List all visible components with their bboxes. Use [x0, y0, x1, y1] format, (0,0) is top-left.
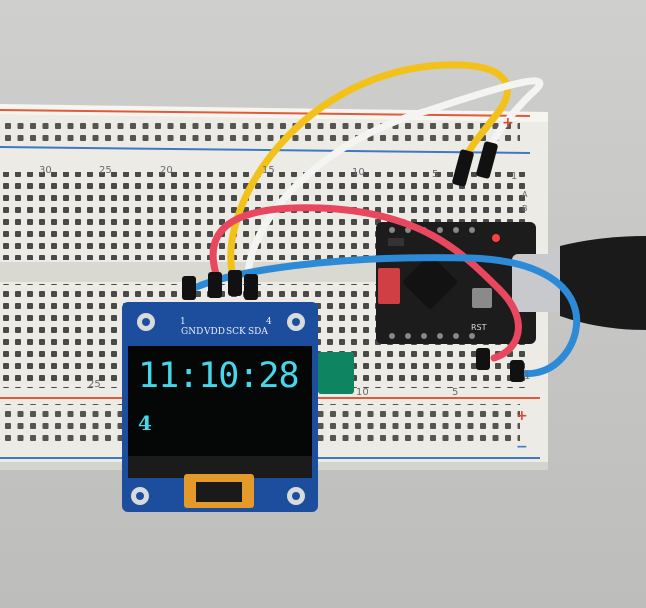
column-number: 30: [39, 165, 52, 176]
blue-wire[interactable]: [186, 254, 581, 377]
reset-label: RST: [471, 323, 487, 332]
column-number: 1: [524, 371, 531, 382]
oled-second-line: 4: [138, 411, 152, 435]
green-component: [318, 352, 354, 394]
reset-button[interactable]: [472, 288, 492, 308]
wire-connector-tips: [182, 141, 524, 382]
row-letter: B: [522, 204, 528, 213]
oled-clock-time: 11:10:28: [138, 356, 300, 396]
oled-module: [122, 302, 354, 512]
oled-display: [128, 346, 312, 456]
column-number: 25: [99, 165, 112, 176]
oled-pin-sda: SDA: [248, 327, 268, 337]
oled-pin-gnd: GND: [181, 327, 204, 337]
rail-plus-label: +: [502, 115, 514, 131]
column-number: 1: [511, 171, 518, 182]
oled-pin-sck: SCK: [226, 327, 246, 337]
red-wire[interactable]: [209, 204, 522, 362]
column-number: 10: [352, 167, 365, 178]
power-led: [492, 234, 500, 242]
led-component: [378, 268, 400, 304]
microcontroller-board: [376, 222, 536, 344]
rail-plus-label: +: [516, 408, 528, 424]
white-wire[interactable]: [244, 77, 544, 280]
top-power-rail: [0, 109, 531, 154]
column-number: 25: [88, 379, 101, 390]
oled-pin-index: 4: [266, 317, 272, 327]
oled-pin-vdd: VDD: [204, 327, 225, 337]
oled-pin-index: 1: [180, 317, 186, 327]
column-number: 15: [262, 165, 275, 176]
column-number: 20: [160, 165, 173, 176]
jumper-wires: [186, 61, 581, 377]
column-number: 10: [356, 387, 369, 398]
column-number: 5: [432, 169, 439, 180]
column-number: 5: [452, 387, 459, 398]
row-letter: A: [522, 190, 528, 199]
rail-minus-label: −: [516, 439, 528, 455]
yellow-wire[interactable]: [227, 61, 511, 276]
